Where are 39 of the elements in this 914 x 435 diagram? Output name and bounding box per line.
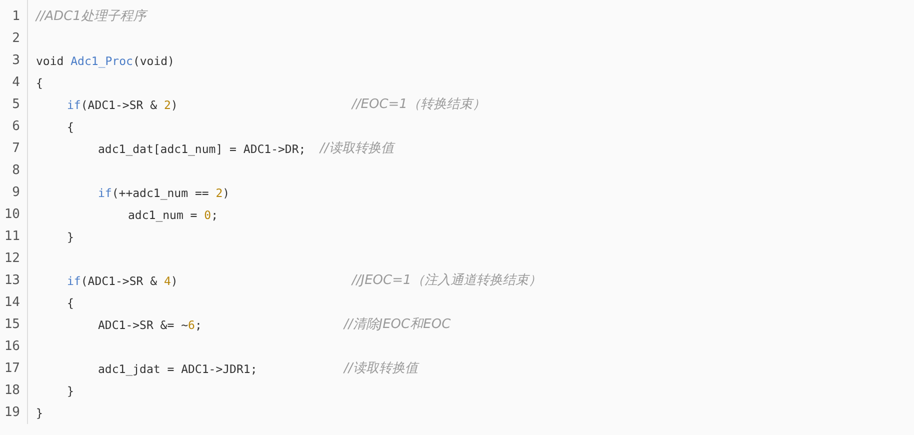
code-line: { (67, 295, 74, 312)
line-number: 13 (3, 272, 20, 290)
code-line: adc1_jdat = ADC1->JDR1; (98, 361, 258, 378)
code-line: void Adc1_Proc(void) (36, 53, 174, 70)
code-line: { (67, 119, 74, 136)
code-line: { (36, 75, 43, 92)
code-line: } (67, 383, 74, 400)
line-number: 9 (11, 184, 20, 202)
line-number: 7 (11, 140, 20, 158)
code-comment: //读取转换值 (320, 140, 394, 158)
line-number: 5 (11, 96, 20, 114)
code-line: if(ADC1->SR & 4) (67, 273, 178, 290)
code-line: adc1_dat[adc1_num] = ADC1->DR; (98, 141, 306, 158)
line-number: 14 (3, 294, 20, 312)
line-number: 18 (3, 382, 20, 400)
line-number: 15 (3, 316, 20, 334)
code-comment: //JEOC=1（注入通道转换结束） (352, 272, 542, 290)
line-number: 2 (11, 30, 20, 48)
line-number: 12 (3, 250, 20, 268)
code-comment: //EOC=1（转换结束） (352, 96, 486, 114)
line-number: 8 (11, 162, 20, 180)
line-number: 6 (11, 118, 20, 136)
code-comment: //读取转换值 (344, 360, 418, 378)
line-number: 19 (3, 404, 20, 422)
code-line: } (67, 229, 74, 246)
code-line: ADC1->SR &= ~6; (98, 317, 202, 334)
line-number: 16 (3, 338, 20, 356)
code-line: adc1_num = 0; (128, 207, 218, 224)
line-number: 3 (11, 52, 20, 70)
line-number: 4 (11, 74, 20, 92)
line-number: 1 (11, 8, 20, 26)
code-line: if(++adc1_num == 2) (98, 185, 230, 202)
code-line: } (36, 405, 43, 422)
line-number: 11 (3, 228, 20, 246)
line-number: 10 (3, 206, 20, 224)
code-comment: //清除JEOC和EOC (344, 316, 451, 334)
line-number: 17 (3, 360, 20, 378)
code-comment: //ADC1处理子程序 (36, 8, 146, 26)
code-line: if(ADC1->SR & 2) (67, 97, 178, 114)
